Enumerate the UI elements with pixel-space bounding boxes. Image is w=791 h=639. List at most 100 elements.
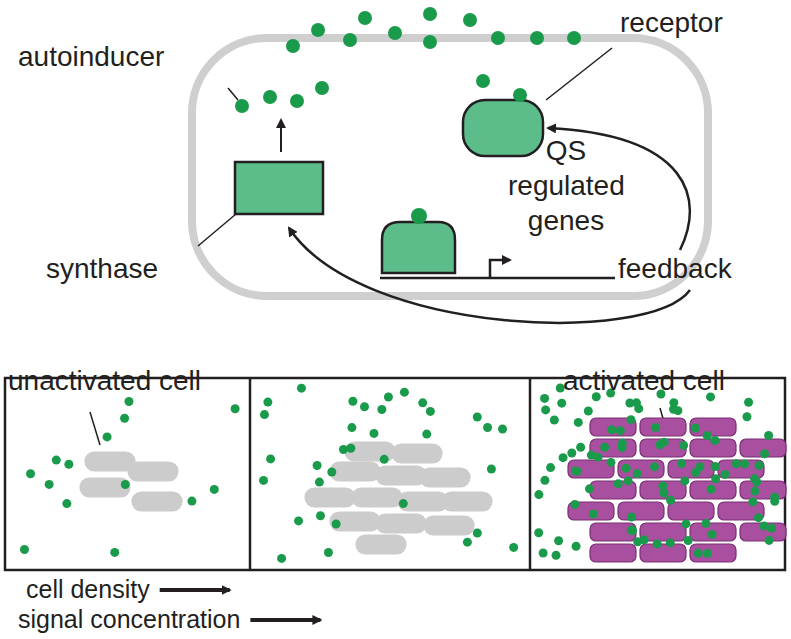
autoinducer-dot	[557, 399, 566, 408]
promoter-arrow	[490, 260, 510, 278]
autoinducer-dot	[332, 519, 341, 528]
autoinducer-dot	[62, 499, 71, 508]
bound-autoinducer	[411, 208, 427, 224]
autoinducer-dot	[626, 415, 635, 424]
autoinducer-dot	[418, 398, 427, 407]
autoinducer-dot	[315, 478, 324, 487]
autoinducer-dot	[742, 412, 751, 421]
autoinducer-dot	[679, 441, 688, 450]
autoinducer-dot	[343, 33, 357, 47]
autoinducer-dot	[260, 410, 269, 419]
activated-bacterium	[640, 481, 686, 499]
autoinducer-dot	[473, 529, 482, 538]
autoinducer-dot	[498, 425, 507, 434]
leader-line	[90, 412, 100, 445]
autoinducer-dot	[187, 497, 196, 506]
autoinducer-dot	[513, 88, 527, 102]
bacterium	[132, 492, 182, 511]
autoinducer-dot	[426, 407, 435, 416]
autoinducer-dot	[559, 453, 568, 462]
autoinducer-dot	[748, 497, 757, 506]
autoinducer-dot	[315, 81, 329, 95]
autoinducer-dot	[589, 509, 598, 518]
activated-bacterium	[690, 523, 736, 541]
leader-line	[228, 88, 238, 100]
autoinducer-dot	[120, 414, 129, 423]
autoinducer-dot	[463, 13, 477, 27]
autoinducer-dot	[121, 480, 130, 489]
autoinducer-dot	[584, 407, 593, 416]
autoinducer-dot	[324, 548, 333, 557]
autoinducer-dot	[744, 398, 753, 407]
autoinducer-dot	[103, 432, 112, 441]
bacterium	[330, 512, 380, 531]
bacterium	[352, 488, 402, 507]
activated-bacterium	[640, 544, 686, 562]
autoinducer-dot	[263, 398, 272, 407]
autoinducer-dot	[297, 384, 306, 393]
autoinducer-dot	[650, 462, 659, 471]
bacterium	[392, 444, 442, 463]
activated-bacterium	[640, 418, 686, 436]
autoinducer-dot	[384, 392, 393, 401]
autoinducer-dot	[552, 551, 561, 560]
autoinducer-dot	[711, 474, 720, 483]
autoinducer-dot	[571, 467, 580, 476]
autoinducer-dot	[600, 443, 609, 452]
panel-frame	[5, 378, 785, 570]
autoinducer-dot	[764, 431, 773, 440]
annotation-label: feedback	[618, 252, 732, 286]
autoinducer-dot	[587, 451, 596, 460]
autoinducer-dot	[52, 456, 61, 465]
autoinducer-dot	[539, 549, 548, 558]
autoinducer-dot	[259, 476, 268, 485]
axis-label: cell density	[26, 574, 150, 604]
autoinducer-dot	[570, 500, 579, 509]
autoinducer-dot	[423, 7, 437, 21]
autoinducer-dot	[541, 405, 550, 414]
autoinducer-dot	[691, 468, 700, 477]
activated-bacterium	[590, 544, 636, 562]
bacterium	[305, 488, 355, 507]
bacterium	[442, 492, 492, 511]
autoinducer-dot	[358, 11, 372, 25]
autoinducer-dot	[754, 461, 763, 470]
autoinducer-dot	[572, 542, 581, 551]
activated-bacterium	[640, 439, 686, 457]
activated-bacterium	[690, 544, 736, 562]
panel-divider	[529, 378, 532, 570]
autoinducer-dot	[399, 499, 408, 508]
autoinducer-dot	[210, 485, 219, 494]
autoinducer-dot	[313, 461, 322, 470]
autoinducer-dot	[606, 458, 615, 467]
activated-bacterium	[668, 460, 714, 478]
autoinducer-dot	[677, 459, 686, 468]
autoinducer-dot	[235, 99, 249, 113]
autoinducer-dot	[720, 470, 729, 479]
autoinducer-dot	[684, 536, 693, 545]
autoinducer-dot	[760, 449, 769, 458]
autoinducer-dot	[740, 459, 749, 468]
autoinducer-dot	[546, 463, 555, 472]
autoinducer-dot	[767, 524, 776, 533]
autoinducer-dot	[64, 460, 73, 469]
autoinducer-dot	[476, 74, 490, 88]
bacterium	[420, 468, 470, 487]
autoinducer-dot	[377, 405, 386, 414]
autoinducer-dot	[487, 464, 496, 473]
autoinducer-dot	[110, 548, 119, 557]
autoinducer-dot	[625, 398, 634, 407]
autoinducer-dot	[550, 416, 559, 425]
autoinducer-dot	[294, 516, 303, 525]
synthase-box	[235, 162, 323, 214]
autoinducer-dot	[754, 513, 763, 522]
panel-label: activated cell	[563, 364, 725, 398]
autoinducer-dot	[752, 477, 761, 486]
autoinducer-dot	[360, 402, 369, 411]
bacterium	[330, 462, 380, 481]
autoinducer-dot	[316, 511, 325, 520]
bacterium	[356, 535, 406, 554]
autoinducer-dot	[585, 484, 594, 493]
autoinducer-dot	[473, 413, 482, 422]
